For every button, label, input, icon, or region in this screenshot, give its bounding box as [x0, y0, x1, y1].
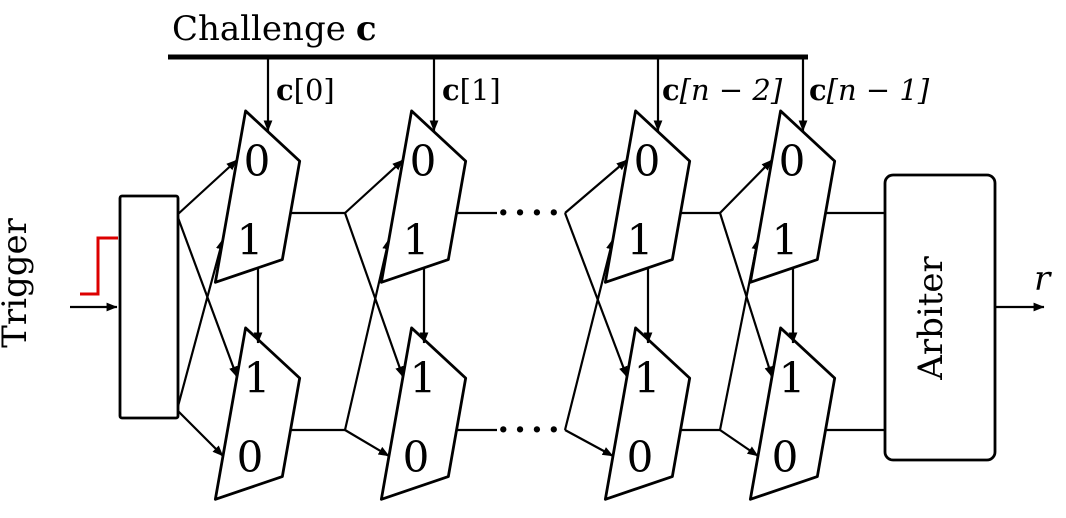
wire — [563, 238, 615, 431]
stage2-crossing-wires — [291, 159, 405, 457]
mux-stage4-bottom: 1 0 — [748, 326, 844, 512]
mux-input-label-1: 1 — [627, 216, 654, 265]
mux-stage3-bottom: 1 0 — [603, 326, 699, 512]
challenge-bit-label-1: c[1] — [442, 73, 501, 107]
mux-stage2-bottom: 1 0 — [379, 326, 475, 512]
mux-input-label-0: 0 — [237, 433, 264, 482]
wire — [343, 212, 405, 378]
mux-input-label-1: 1 — [244, 354, 271, 403]
stage4-crossing-wires — [681, 159, 774, 457]
wire — [176, 159, 238, 216]
mux-input-label-0: 0 — [772, 433, 799, 482]
mux-stage3-top: 0 1 — [603, 109, 699, 295]
continuation-dots-top: ···· — [497, 193, 564, 233]
wire — [719, 159, 773, 214]
mux-input-label-1: 1 — [403, 216, 430, 265]
mux-input-label-1: 1 — [237, 216, 264, 265]
wire — [564, 429, 614, 457]
mux-stage1-bottom: 1 0 — [213, 326, 309, 512]
mux-input-label-0: 0 — [779, 137, 806, 186]
stage1-crossing-wires — [175, 159, 239, 457]
mux-input-label-0: 0 — [627, 433, 654, 482]
challenge-symbol: c — [356, 9, 377, 49]
stage3-crossing-wires — [457, 159, 629, 457]
trigger-label: Trigger — [0, 217, 35, 347]
arbiter-input-wires — [826, 211, 885, 432]
wire — [719, 429, 759, 457]
trigger-step-icon — [80, 236, 118, 296]
challenge-bit-label-3: c[n − 1] — [809, 73, 930, 107]
wire — [344, 429, 390, 457]
mux-stage1-top: 0 1 — [213, 109, 309, 295]
wire — [563, 212, 629, 378]
mux-input-label-1: 1 — [772, 216, 799, 265]
trigger-buffer-box — [118, 194, 180, 420]
mux-stage2-top: 0 1 — [379, 109, 475, 295]
continuation-dots-bottom: ···· — [497, 410, 564, 450]
wire — [344, 159, 404, 214]
wire — [564, 159, 628, 214]
arbiter-label: Arbiter — [911, 256, 951, 381]
mux-input-label-1: 1 — [634, 354, 661, 403]
mux-input-label-1: 1 — [410, 354, 437, 403]
wire — [343, 238, 391, 431]
challenge-word: Challenge — [172, 9, 346, 49]
mux-input-label-1: 1 — [779, 354, 806, 403]
arbiter-box — [883, 173, 997, 462]
wire — [175, 238, 225, 411]
mux-input-label-0: 0 — [634, 137, 661, 186]
challenge-bit-label-0: c[0] — [276, 73, 335, 107]
mux-input-label-0: 0 — [244, 137, 271, 186]
mux-input-label-0: 0 — [403, 433, 430, 482]
challenge-bit-label-2: c[n − 2] — [662, 73, 783, 107]
mux-input-label-0: 0 — [410, 137, 437, 186]
wire — [176, 409, 224, 457]
response-output-label: r — [1034, 259, 1052, 299]
mux-stage4-top: 0 1 — [748, 109, 844, 295]
